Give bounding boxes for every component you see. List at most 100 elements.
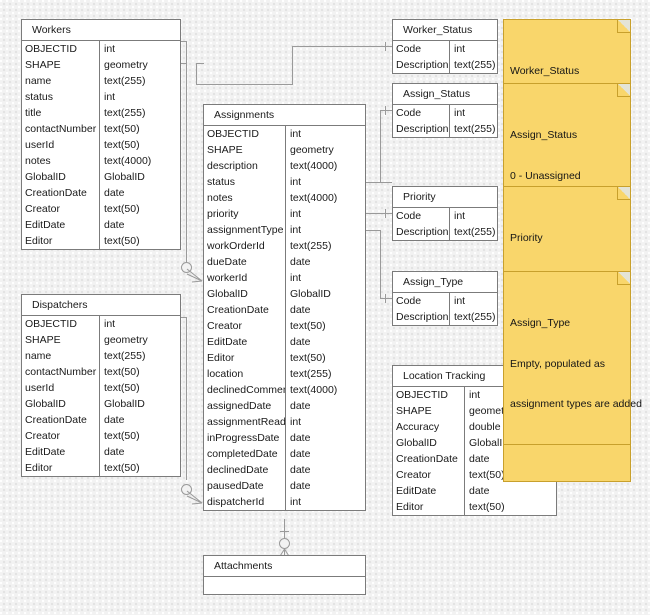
entity-field-name: CreationDate <box>22 185 100 201</box>
cardinality-zero-circle-dispatchers <box>181 484 192 495</box>
entity-field-name: EditDate <box>393 483 465 499</box>
entity-field-type: date <box>290 400 311 412</box>
entity-field-name: notes <box>22 153 100 169</box>
entity-field-row: Editor text(50) <box>393 499 556 515</box>
entity-field-type: int <box>104 91 116 103</box>
entity-field-row: assignedDate date <box>204 398 365 414</box>
entity-field-name: Creator <box>393 467 465 483</box>
entity-field-name: declinedDate <box>204 462 286 478</box>
entity-field-name: GlobalID <box>204 286 286 302</box>
entity-field-name: Editor <box>393 499 465 515</box>
entity-field-type: GlobalID <box>290 288 331 300</box>
entity-workers-title: Workers <box>22 20 180 41</box>
note-line: Empty, populated as <box>510 357 605 370</box>
entity-field-type: text(50) <box>104 462 140 474</box>
entity-field-type: text(255) <box>104 75 146 87</box>
connector-workers-status-h1 <box>196 63 204 64</box>
entity-field-type: text(255) <box>104 107 146 119</box>
entity-field-name: SHAPE <box>22 332 100 348</box>
note-fold-icon <box>617 20 630 33</box>
entity-field-name: SHAPE <box>22 57 100 73</box>
connector-dispatchers-objectid-tick <box>177 317 186 318</box>
entity-field-type: date <box>104 446 125 458</box>
note-worker-status-title: Worker_Status <box>510 64 580 77</box>
cardinality-one-attachments <box>280 531 289 532</box>
entity-field-type: text(50) <box>469 501 505 513</box>
entity-field-name: EditDate <box>22 217 100 233</box>
connector-priority-h <box>366 213 392 214</box>
entity-field-name: assignedDate <box>204 398 286 414</box>
entity-field-type: GlobalID <box>469 437 510 449</box>
cardinality-one-priority <box>385 209 386 218</box>
connector-attachments-vertical <box>284 519 285 555</box>
entity-field-type: text(255) <box>454 59 496 71</box>
entity-field-type: date <box>290 448 311 460</box>
entity-field-type: int <box>454 295 466 307</box>
connector-assignments-status-tick <box>366 182 375 183</box>
entity-field-row: Editor text(50) <box>204 350 365 366</box>
entity-worker-status-title: Worker_Status <box>393 20 497 41</box>
entity-field-type: int <box>290 496 302 508</box>
entity-field-name: Code <box>393 41 450 57</box>
connector-assignstatus-h <box>366 182 392 183</box>
entity-field-name: status <box>22 89 100 105</box>
entity-attachments-empty-body <box>204 577 365 594</box>
entity-field-name: Description <box>393 121 450 137</box>
entity-field-type: text(255) <box>290 240 332 252</box>
entity-field-name: GlobalID <box>393 435 465 451</box>
entity-field-type: text(50) <box>469 469 505 481</box>
entity-field-name: Editor <box>204 350 286 366</box>
entity-field-type: int <box>290 208 302 220</box>
entity-field-row: SHAPE geometry <box>22 332 180 348</box>
entity-assignments-title: Assignments <box>204 105 365 126</box>
entity-field-name: Accuracy <box>393 419 465 435</box>
note-assign-type[interactable]: Assign_Type Empty, populated as assignme… <box>503 271 642 446</box>
entity-field-type: geometry <box>104 334 148 346</box>
entity-field-name: notes <box>204 190 286 206</box>
entity-assign-type-title: Assign_Type <box>393 272 497 293</box>
entity-field-type: text(50) <box>290 352 326 364</box>
entity-field-name: declinedComment <box>204 382 286 398</box>
entity-field-name: Code <box>393 105 450 121</box>
cardinality-one-assigntype <box>385 294 386 303</box>
cardinality-crowsfoot-dispatchers <box>186 490 204 506</box>
entity-field-type: date <box>469 453 490 465</box>
entity-field-name: assignmentType <box>204 222 286 238</box>
entity-attachments[interactable]: Attachments <box>203 555 366 595</box>
note-fold-icon <box>617 272 630 285</box>
connector-dispatchers-vertical <box>186 317 187 480</box>
entity-field-name: EditDate <box>22 444 100 460</box>
entity-field-name: contactNumber <box>22 121 100 137</box>
cardinality-zero-circle-workers <box>181 262 192 273</box>
entity-field-type: date <box>290 432 311 444</box>
connector-assignments-type-tick <box>366 230 375 231</box>
entity-field-name: userId <box>22 137 100 153</box>
note-line: assignment types are added <box>510 398 642 411</box>
